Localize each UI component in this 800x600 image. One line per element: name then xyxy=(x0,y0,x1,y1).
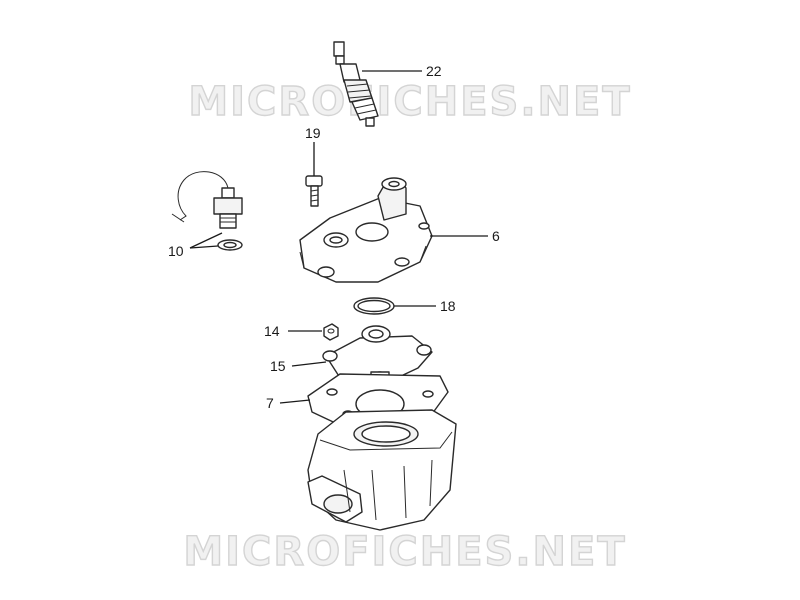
callout-6: 6 xyxy=(492,228,500,244)
cylinder-part xyxy=(307,409,457,531)
callout-22: 22 xyxy=(426,63,442,79)
nut-part xyxy=(323,323,339,341)
callout-14: 14 xyxy=(264,323,280,339)
callout-18: 18 xyxy=(440,298,456,314)
cylinder-head-cover-part xyxy=(299,177,433,283)
watermark-bottom: MICROFICHES.NET xyxy=(183,529,626,575)
leader-10b xyxy=(189,245,219,249)
leader-15 xyxy=(291,361,327,367)
o-ring-part xyxy=(353,297,395,315)
leader-7 xyxy=(279,399,311,404)
callout-10: 10 xyxy=(168,243,184,259)
leader-10a xyxy=(189,232,223,249)
bolt-part xyxy=(305,175,323,207)
temp-sensor-part xyxy=(171,171,243,251)
watermark-top: MICROFICHES.NET xyxy=(188,79,631,125)
callout-7: 7 xyxy=(266,395,274,411)
spark-plug-part xyxy=(333,41,379,127)
callout-19: 19 xyxy=(305,125,321,141)
callout-15: 15 xyxy=(270,358,286,374)
